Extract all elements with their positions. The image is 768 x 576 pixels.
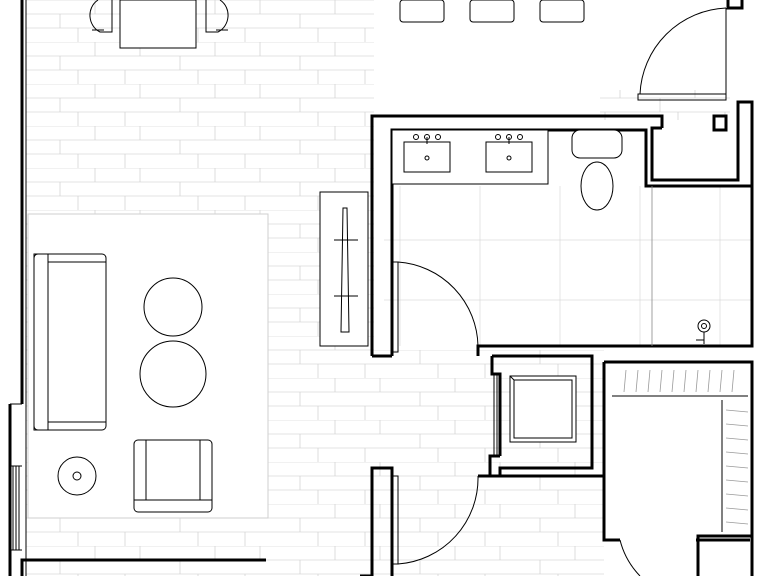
- bathroom-door-swing: [397, 261, 479, 347]
- ottoman-top: [143, 277, 203, 337]
- bathroom-door-leaf: [391, 261, 399, 353]
- toilet-tank: [571, 129, 623, 159]
- bathroom-tile: [384, 186, 752, 346]
- television: [340, 207, 350, 333]
- toilet: [571, 129, 623, 211]
- bar-stools: [399, 0, 585, 23]
- bar-stool-3: [539, 0, 585, 23]
- lower-door-swing: [397, 475, 479, 565]
- washer-dryer: [509, 375, 577, 443]
- faucet-right-icon: [495, 134, 523, 144]
- toilet-bowl: [580, 161, 614, 211]
- shower-valve-icon: [696, 319, 711, 344]
- hangers-top: [623, 369, 735, 393]
- ottoman-pair: [139, 277, 207, 408]
- lower-door-leaf: [391, 475, 399, 565]
- armchair: [133, 439, 213, 513]
- dining-table: [89, 0, 229, 49]
- closet: [612, 369, 749, 532]
- entry-door-leaf: [637, 93, 727, 101]
- closet-door-swing: [619, 539, 641, 576]
- sink-right: [485, 141, 533, 173]
- hangers-side: [725, 409, 749, 525]
- bottom-left-wall: [20, 558, 266, 576]
- tv-console: [319, 191, 369, 347]
- bar-stool-1: [399, 0, 445, 23]
- sofa: [33, 253, 107, 431]
- entry-door-swing: [639, 7, 727, 95]
- ottoman-bottom: [139, 340, 207, 408]
- faucet-left-icon: [413, 134, 441, 144]
- sink-left: [403, 141, 451, 173]
- side-table: [57, 456, 97, 496]
- doors: [391, 7, 727, 576]
- bar-stool-2: [469, 0, 515, 23]
- dining-chair-right: [205, 0, 229, 33]
- double-vanity: [391, 129, 549, 185]
- dining-chair-left: [89, 0, 113, 33]
